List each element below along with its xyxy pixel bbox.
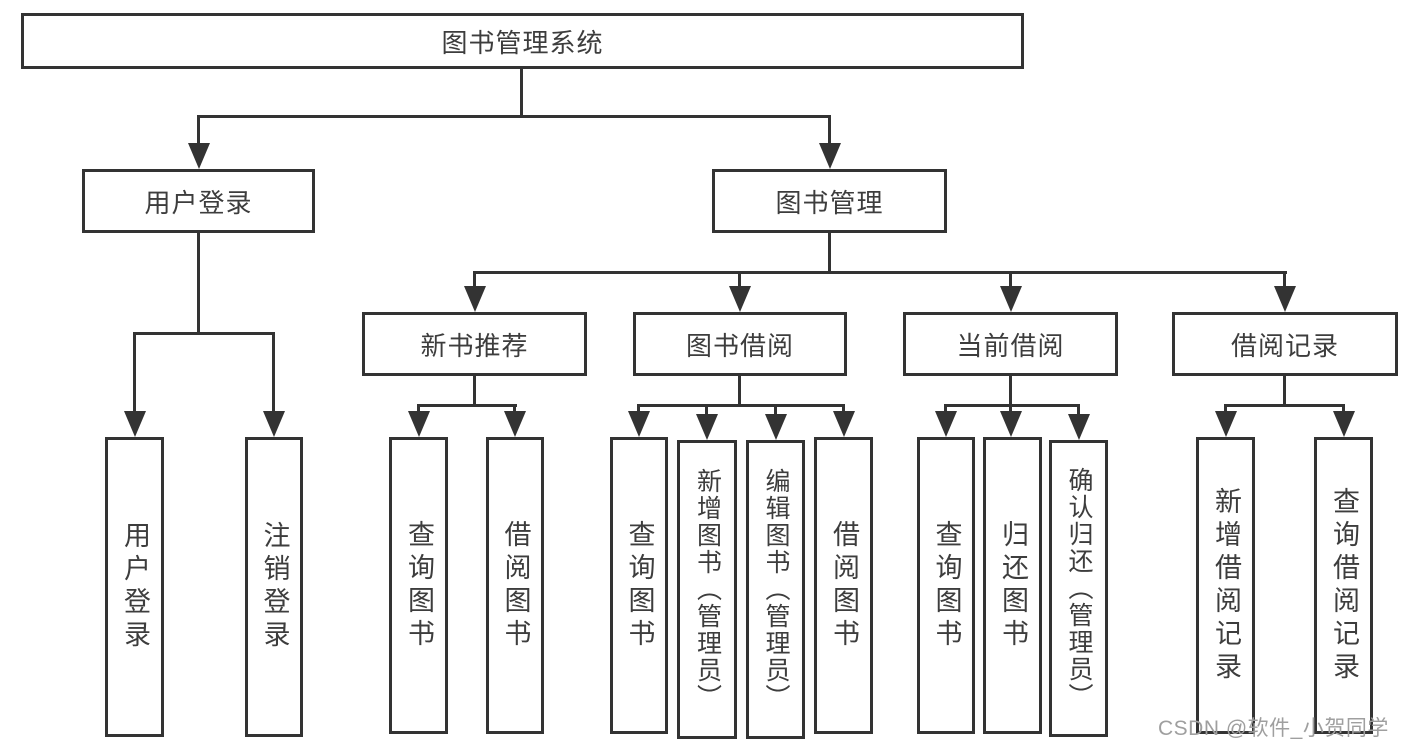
connector-user-login-drop — [197, 233, 200, 334]
node-user-login: 用户登录 — [82, 169, 315, 233]
connector-level3-splitter — [473, 271, 1287, 274]
node-bb-add: 新增图书（管理员） — [677, 440, 737, 739]
connector-current-borrow-shaft — [1009, 271, 1012, 289]
arrow-to-new-book-rec — [464, 286, 486, 312]
node-current-borrow: 当前借阅 — [903, 312, 1118, 376]
connector-bb-splitter — [637, 404, 845, 407]
node-br-query-label: 查询借阅记录 — [1329, 486, 1359, 685]
arrow-to-ul-logout — [263, 411, 285, 437]
connector-new-book-rec-shaft — [473, 271, 476, 289]
node-ul-logout-label: 注销登录 — [259, 521, 290, 653]
node-root-label: 图书管理系统 — [441, 27, 604, 58]
node-bb-query-label: 查询图书 — [624, 519, 655, 652]
node-book-borrow: 图书借阅 — [633, 312, 847, 376]
node-ul-login-label: 用户登录 — [120, 521, 150, 653]
connector-ul-login-shaft — [133, 332, 136, 412]
arrow-to-bb-query — [628, 411, 650, 437]
connector-root-drop — [520, 69, 523, 117]
node-borrow-record: 借阅记录 — [1172, 312, 1398, 376]
node-user-login-label: 用户登录 — [144, 187, 253, 218]
node-current-borrow-label: 当前借阅 — [956, 330, 1065, 361]
arrow-to-book-mgmt — [819, 143, 841, 169]
connector-bb-query-shaft — [637, 404, 640, 414]
arrow-to-borrow-record — [1274, 286, 1296, 312]
connector-nb-drop — [473, 376, 476, 406]
node-bb-borrow: 借阅图书 — [814, 437, 873, 734]
connector-bb-add-shaft — [705, 404, 708, 414]
connector-br-query-shaft — [1342, 404, 1345, 414]
node-borrow-record-label: 借阅记录 — [1230, 330, 1339, 361]
node-cb-confirm: 确认归还（管理员） — [1049, 440, 1108, 737]
arrow-to-ul-login — [124, 411, 146, 437]
connector-level2-splitter — [197, 115, 831, 118]
node-cb-return: 归还图书 — [983, 437, 1042, 734]
arrow-to-br-query — [1333, 411, 1355, 437]
node-br-add: 新增借阅记录 — [1196, 437, 1255, 734]
arrow-to-cb-confirm — [1068, 414, 1090, 440]
connector-user-login-splitter — [133, 332, 275, 335]
connector-nb-splitter — [417, 404, 517, 407]
node-nb-query-label: 查询图书 — [404, 519, 434, 652]
connector-bb-drop — [738, 376, 741, 406]
arrow-to-bb-edit — [765, 414, 787, 440]
node-root: 图书管理系统 — [21, 13, 1024, 69]
node-cb-return-label: 归还图书 — [998, 519, 1028, 652]
arrow-to-nb-query — [408, 411, 430, 437]
arrow-to-user-login — [188, 143, 210, 169]
arrow-to-bb-add — [696, 414, 718, 440]
node-book-mgmt-label: 图书管理 — [775, 187, 884, 218]
connector-nb-query-shaft — [417, 404, 420, 414]
node-cb-query-label: 查询图书 — [931, 519, 962, 652]
connector-cb-drop — [1009, 376, 1012, 406]
connector-cb-splitter — [944, 404, 1080, 407]
arrow-to-nb-borrow — [504, 411, 526, 437]
connector-cb-return-shaft — [1009, 404, 1012, 414]
node-ul-logout: 注销登录 — [245, 437, 303, 737]
connector-ul-logout-shaft — [272, 332, 275, 412]
connector-br-splitter — [1224, 404, 1345, 407]
node-br-query: 查询借阅记录 — [1314, 437, 1373, 734]
node-bb-query: 查询图书 — [610, 437, 668, 734]
node-nb-borrow: 借阅图书 — [486, 437, 544, 734]
csdn-watermark: CSDN @软件_小贺同学 — [1158, 717, 1389, 740]
arrow-to-book-borrow — [729, 286, 751, 312]
node-cb-confirm-label: 确认归还（管理员） — [1065, 467, 1093, 710]
node-nb-query: 查询图书 — [389, 437, 448, 734]
connector-br-add-shaft — [1224, 404, 1227, 414]
node-bb-add-label: 新增图书（管理员） — [693, 468, 722, 711]
node-bb-edit: 编辑图书（管理员） — [746, 440, 805, 739]
connector-book-borrow-shaft — [738, 271, 741, 289]
node-book-mgmt: 图书管理 — [712, 169, 947, 233]
arrow-to-cb-return — [1000, 411, 1022, 437]
node-bb-edit-label: 编辑图书（管理员） — [762, 468, 790, 711]
node-new-book-rec: 新书推荐 — [362, 312, 587, 376]
arrow-to-bb-borrow — [833, 411, 855, 437]
connector-book-mgmt-shaft — [828, 115, 831, 147]
arrow-to-br-add — [1215, 411, 1237, 437]
node-nb-borrow-label: 借阅图书 — [500, 519, 531, 652]
connector-user-login-shaft — [197, 115, 200, 147]
node-bb-borrow-label: 借阅图书 — [829, 519, 859, 652]
arrow-to-cb-query — [935, 411, 957, 437]
connector-br-drop — [1283, 376, 1286, 406]
connector-bb-borrow-shaft — [842, 404, 845, 414]
connector-cb-confirm-shaft — [1077, 404, 1080, 414]
connector-bb-edit-shaft — [774, 404, 777, 414]
node-book-borrow-label: 图书借阅 — [685, 330, 794, 361]
connector-book-mgmt-drop — [828, 233, 831, 274]
connector-cb-query-shaft — [944, 404, 947, 414]
connector-nb-borrow-shaft — [513, 404, 516, 414]
node-cb-query: 查询图书 — [917, 437, 975, 734]
arrow-to-current-borrow — [1000, 286, 1022, 312]
node-new-book-rec-label: 新书推荐 — [420, 330, 529, 361]
node-br-add-label: 新增借阅记录 — [1211, 486, 1241, 685]
node-ul-login: 用户登录 — [105, 437, 164, 737]
connector-borrow-record-shaft — [1283, 271, 1286, 289]
